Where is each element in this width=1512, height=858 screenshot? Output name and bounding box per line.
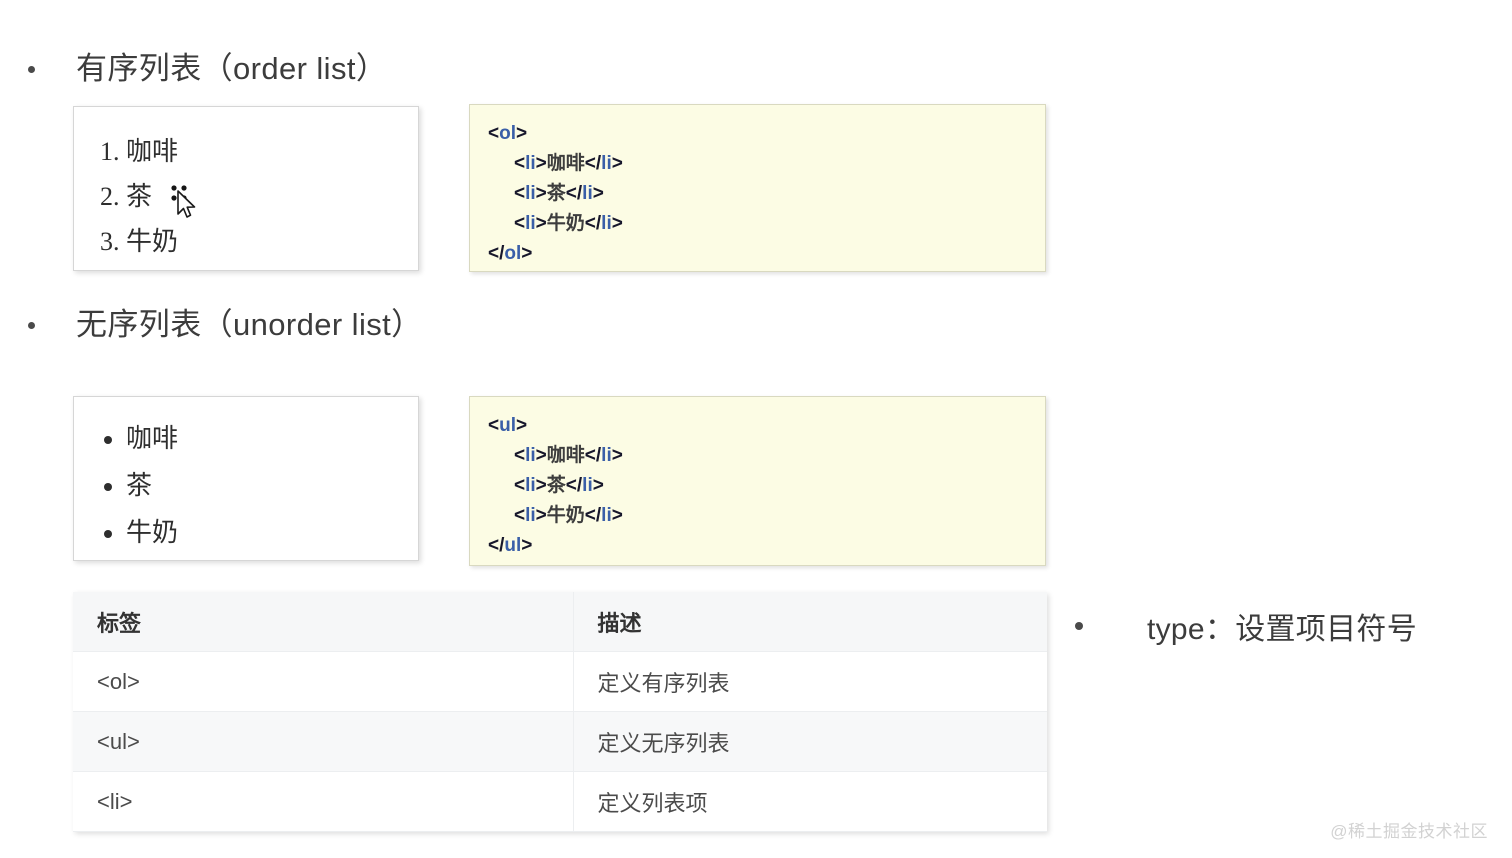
- code-line: <li>茶</li>: [514, 475, 604, 496]
- table-cell-tag: <ol>: [73, 651, 574, 712]
- list-item: 茶: [126, 462, 418, 509]
- code-text: 牛奶: [546, 505, 585, 526]
- table-cell-description: 定义无序列表: [573, 711, 1047, 772]
- table-header-cell-description: 描述: [573, 592, 1047, 652]
- code-tag-name: li: [601, 153, 612, 174]
- unordered-list: 咖啡 茶 牛奶: [74, 415, 418, 556]
- table-cell-description: 定义有序列表: [573, 651, 1047, 712]
- code-tag-name: li: [601, 505, 612, 526]
- tag-reference-table: 标签 描述 <ol> 定义有序列表 <ul> 定义无序列表 <li> 定义列表项: [73, 592, 1047, 832]
- code-tag-name: li: [582, 183, 593, 204]
- code-line: </ol>: [488, 243, 533, 264]
- heading-unordered-list-label: 无序列表（unorder list）: [76, 307, 423, 342]
- note-type-attribute: type：设置项目符号: [1075, 604, 1417, 648]
- code-tag-name: li: [525, 213, 536, 234]
- unordered-list-code-block: <ul> <li>咖啡</li> <li>茶</li> <li>牛奶</li> …: [469, 396, 1046, 566]
- table-row: <ol> 定义有序列表: [73, 651, 1047, 712]
- ordered-list-preview: 咖啡 茶 牛奶: [73, 106, 419, 271]
- code-tag-name: li: [601, 445, 612, 466]
- code-tag-name: ul: [504, 535, 522, 556]
- code-tag-name: li: [525, 183, 536, 204]
- list-item-label: 咖啡: [126, 423, 179, 453]
- heading-unordered-list: 无序列表（unorder list）: [28, 307, 423, 342]
- list-item: 咖啡: [126, 129, 418, 174]
- code-tag-name: li: [582, 475, 593, 496]
- list-item: 牛奶: [126, 219, 418, 264]
- code-line: <ul>: [488, 415, 528, 436]
- code-tag-name: li: [525, 505, 536, 526]
- code-tag-name: li: [601, 213, 612, 234]
- list-item: 牛奶: [126, 509, 418, 556]
- list-item-label: 牛奶: [126, 517, 179, 547]
- bullet-dot-icon: [28, 65, 35, 73]
- list-item: 咖啡: [126, 415, 418, 462]
- table-cell-tag: <ul>: [73, 711, 574, 772]
- bullet-dot-icon: [28, 321, 35, 329]
- table-cell-description: 定义列表项: [573, 771, 1047, 832]
- code-tag-name: ul: [499, 415, 516, 436]
- code-text: 茶: [546, 183, 566, 204]
- bullet-dot-icon: [1075, 622, 1083, 630]
- list-item-label: 咖啡: [126, 136, 179, 166]
- table-cell-tag: <li>: [73, 771, 574, 832]
- table-header-row: 标签 描述: [73, 592, 1047, 652]
- watermark: @稀土掘金技术社区: [1330, 822, 1488, 841]
- unordered-list-preview: 咖啡 茶 牛奶: [73, 396, 419, 561]
- code-tag-name: li: [525, 153, 536, 174]
- heading-ordered-list: 有序列表（order list）: [28, 51, 388, 86]
- code-line: <li>茶</li>: [514, 183, 604, 204]
- list-item: 茶: [126, 174, 418, 219]
- list-item-label: 茶: [126, 470, 153, 500]
- code-line: </ul>: [488, 535, 533, 556]
- code-line: <li>牛奶</li>: [514, 213, 623, 234]
- code-text: 茶: [546, 475, 566, 496]
- code-line: <li>咖啡</li>: [514, 445, 623, 466]
- code-line: <li>咖啡</li>: [514, 153, 623, 174]
- code-text: 牛奶: [546, 213, 585, 234]
- list-item-label: 茶: [126, 181, 153, 211]
- table-row: <li> 定义列表项: [73, 771, 1047, 832]
- code-tag-name: li: [525, 475, 536, 496]
- ordered-list-code-block: <ol> <li>咖啡</li> <li>茶</li> <li>牛奶</li> …: [469, 104, 1046, 272]
- code-tag-name: ol: [499, 123, 516, 144]
- note-type-attribute-label: type：设置项目符号: [1147, 613, 1418, 646]
- list-item-label: 牛奶: [126, 226, 179, 256]
- code-text: 咖啡: [546, 445, 585, 466]
- code-line: <li>牛奶</li>: [514, 505, 623, 526]
- code-tag-name: ol: [504, 243, 522, 264]
- table-row: <ul> 定义无序列表: [73, 711, 1047, 772]
- table-header-cell-tag: 标签: [73, 592, 574, 652]
- code-tag-name: li: [525, 445, 536, 466]
- code-text: 咖啡: [546, 153, 585, 174]
- code-line: <ol>: [488, 123, 528, 144]
- heading-ordered-list-label: 有序列表（order list）: [76, 51, 388, 86]
- ordered-list: 咖啡 茶 牛奶: [74, 129, 418, 264]
